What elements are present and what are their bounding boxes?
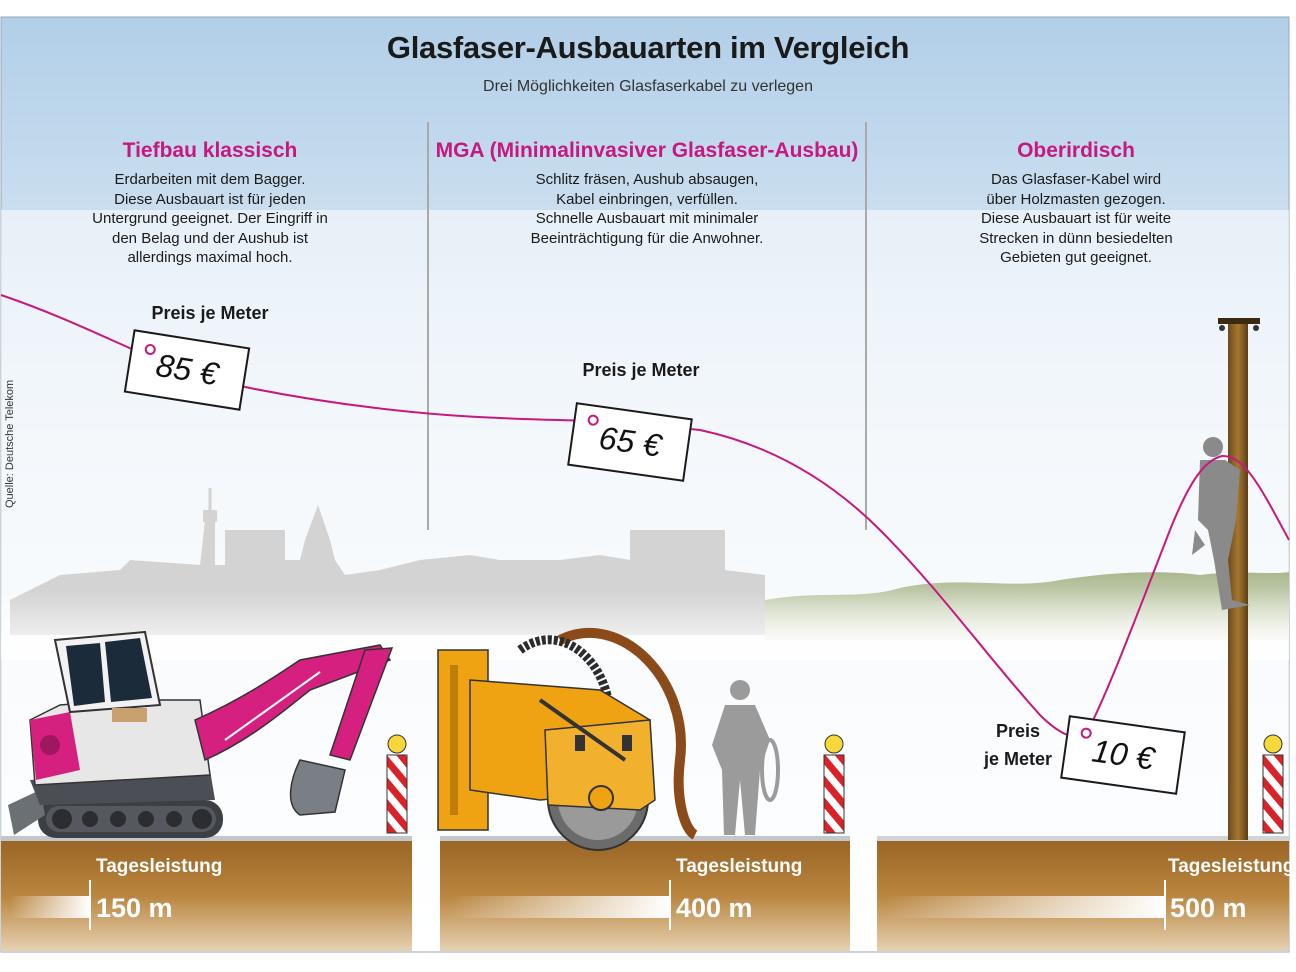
performance-bar-3 (886, 896, 1164, 918)
method-description-tiefbau: Erdarbeiten mit dem Bagger. Diese Ausbau… (40, 170, 380, 268)
method-description-mga: Schlitz fräsen, Aushub absaugen, Kabel e… (450, 170, 844, 248)
page-title: Glasfaser-Ausbauarten im Vergleich (386, 30, 910, 65)
description-line: Kabel einbringen, verfüllen. (556, 190, 738, 208)
performance-label-mga: Tagesleistung (676, 856, 803, 877)
method-heading-oberirdisch: Oberirdisch (1017, 139, 1135, 162)
description-line: den Belag und der Aushub ist (112, 229, 308, 247)
description-line: über Holzmasten gezogen. (986, 190, 1166, 208)
description-line: Erdarbeiten mit dem Bagger. (114, 171, 306, 188)
performance-bar-2 (450, 896, 670, 918)
trenching-machine-icon (437, 628, 698, 851)
performance-value-mga: 400 m (676, 893, 753, 923)
price-label-line: Preis (995, 721, 1041, 741)
soil-section-2 (440, 840, 850, 951)
performance-bar-1 (10, 896, 90, 918)
excavator-icon (8, 630, 394, 838)
price-label-oberirdisch: Preis je Meter (958, 717, 1078, 773)
soil-section-3 (877, 840, 1289, 951)
climbing-worker-icon (1192, 437, 1250, 610)
method-description-oberirdisch: Das Glasfaser-Kabel wird über Holzmasten… (906, 170, 1246, 268)
performance-label-tiefbau: Tagesleistung (96, 856, 223, 877)
worker-silhouette-icon (712, 680, 780, 835)
performance-value-tiefbau: 150 m (96, 893, 173, 923)
source-credit: Quelle: Deutsche Telekom (4, 379, 16, 508)
barrier-post-icon (1262, 734, 1284, 834)
price-value-oberirdisch: 10 € (1089, 732, 1157, 777)
price-label-tiefbau: Preis je Meter (151, 303, 269, 323)
description-line: Beeinträchtigung für die Anwohner. (530, 229, 764, 247)
method-heading-tiefbau: Tiefbau klassisch (122, 139, 298, 162)
description-line: Gebieten gut geeignet. (1000, 249, 1152, 266)
page-subtitle: Drei Möglichkeiten Glasfaserkabel zu ver… (483, 78, 813, 95)
description-line: Diese Ausbauart ist für weite (980, 210, 1172, 227)
method-heading-mga: MGA (Minimalinvasiver Glasfaser-Ausbau) (435, 139, 859, 162)
price-label-mga: Preis je Meter (582, 360, 700, 380)
barrier-post-icon (823, 734, 845, 834)
barrier-post-icon (386, 734, 408, 834)
description-line: Diese Ausbauart ist für jeden (114, 190, 306, 208)
performance-label-oberirdisch: Tagesleistung (1168, 856, 1295, 877)
description-line: Schnelle Ausbauart mit minimaler (535, 210, 759, 227)
price-label-line: je Meter (983, 749, 1053, 769)
soil-section-1 (1, 840, 412, 951)
description-line: Untergrund geeignet. Der Eingriff in (92, 210, 328, 227)
description-line: allerdings maximal hoch. (127, 249, 293, 266)
utility-pole-icon (1218, 318, 1260, 840)
performance-value-oberirdisch: 500 m (1170, 893, 1247, 923)
description-line: Strecken in dünn besiedelten (979, 229, 1173, 247)
description-line: Das Glasfaser-Kabel wird (990, 171, 1162, 188)
price-value-mga: 65 € (596, 419, 664, 464)
description-line: Schlitz fräsen, Aushub absaugen, (535, 171, 759, 188)
price-value-tiefbau: 85 € (153, 346, 221, 393)
